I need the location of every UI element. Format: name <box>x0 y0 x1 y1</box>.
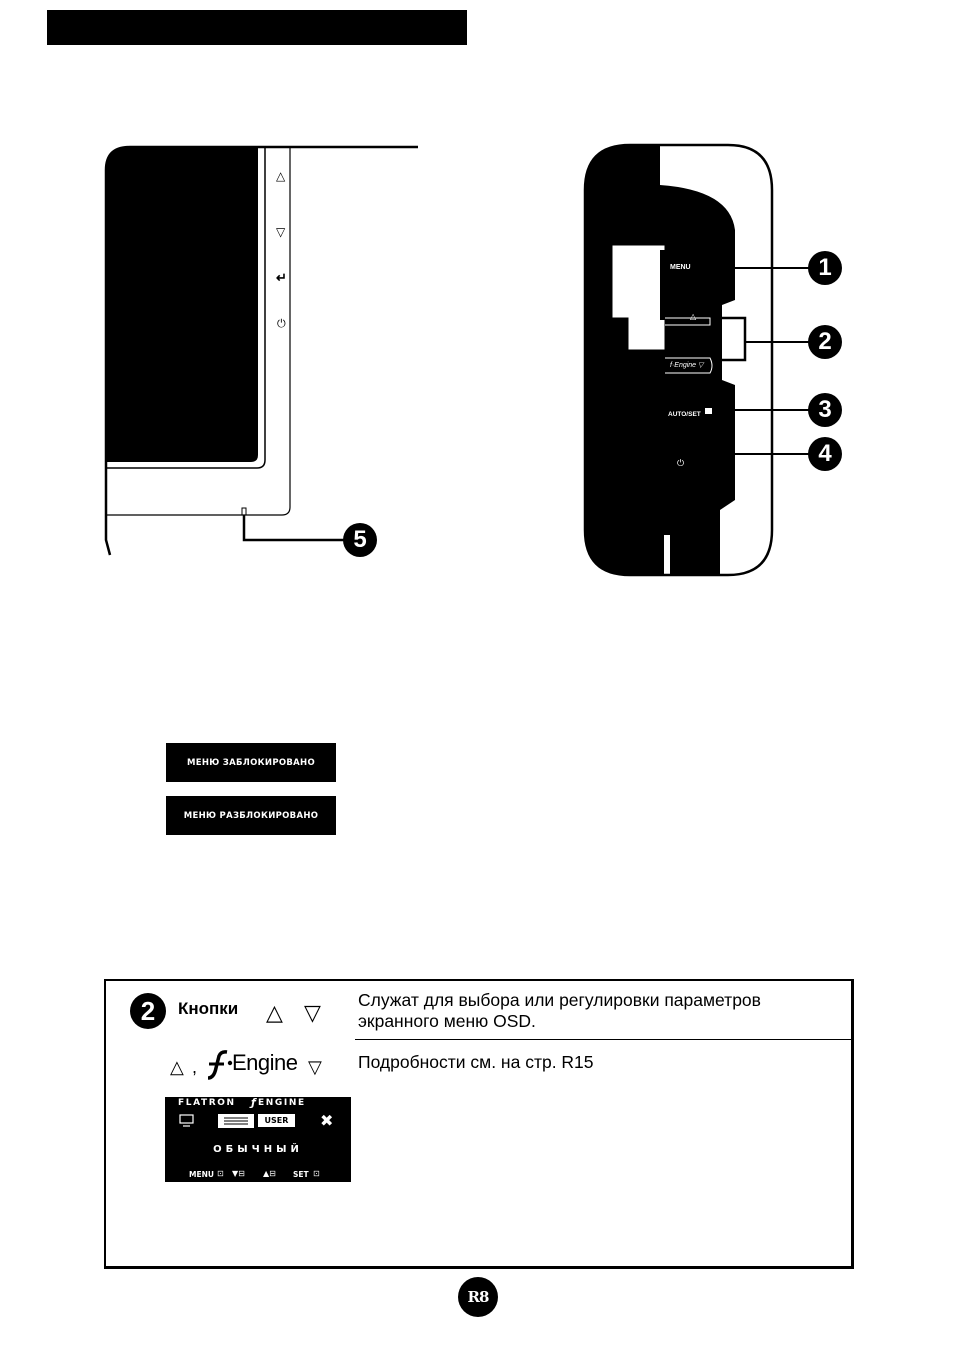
down-arrow-icon: ▽ <box>304 1000 321 1026</box>
callout-3: 3 <box>808 393 842 427</box>
row-number-badge: 2 <box>130 993 166 1029</box>
osd-user-label: USER <box>258 1114 295 1127</box>
osd-brand-right: ENGINE <box>258 1098 306 1108</box>
osd-exit-icon: ⊡ <box>217 1169 224 1178</box>
osd-f-icon: ƒ <box>251 1096 256 1109</box>
buttons-description: Служат для выбора или регулировки параме… <box>358 990 838 1032</box>
fengine-description: Подробности см. на стр. R15 <box>358 1052 838 1073</box>
buttons-title: Кнопки <box>178 999 238 1019</box>
callout-1: 1 <box>808 251 842 285</box>
menu-locked-message: МЕНЮ ЗАБЛОКИРОВАНО <box>166 743 336 782</box>
up-arrow-icon: △ <box>266 1000 283 1026</box>
osd-text-icon <box>218 1114 254 1128</box>
table-row-divider <box>355 1039 853 1040</box>
osd-set-icon: ⊡ <box>313 1169 320 1178</box>
osd-up-icon: ▲⊟ <box>263 1169 276 1178</box>
side-menu-label[interactable]: MENU <box>670 264 691 271</box>
osd-mode-label: ОБЫЧНЫЙ <box>165 1144 351 1155</box>
osd-menu-hint: MENU <box>189 1170 214 1179</box>
osd-monitor-icon <box>179 1114 195 1128</box>
side-autoset-label[interactable]: AUTO/SET <box>668 411 701 418</box>
page-number-badge: R8 <box>458 1277 498 1317</box>
comma-separator: , <box>192 1057 197 1078</box>
side-fengine-label[interactable]: f·Engine ▽ <box>670 361 703 369</box>
fengine-osd-screen: FLATRON ƒ ENGINE USER ✖ ОБЫЧНЫЙ MENU ⊡ ▼… <box>165 1097 351 1182</box>
side-up-icon[interactable]: △ <box>690 312 696 321</box>
callout-4: 4 <box>808 437 842 471</box>
side-power-icon[interactable]: ⏻ <box>677 458 684 469</box>
fengine-up-icon: △ <box>170 1057 184 1078</box>
osd-down-icon: ▼⊟ <box>232 1169 245 1178</box>
menu-unlocked-message: МЕНЮ РАЗБЛОКИРОВАНО <box>166 796 336 835</box>
fengine-logo-icon <box>200 1050 236 1080</box>
fengine-down-icon: ▽ <box>308 1057 322 1078</box>
fengine-text: Engine <box>232 1050 298 1076</box>
callout-2: 2 <box>808 325 842 359</box>
osd-brand-left: FLATRON <box>178 1098 236 1108</box>
osd-set-hint: SET <box>293 1170 309 1179</box>
osd-close-icon: ✖ <box>320 1111 333 1130</box>
